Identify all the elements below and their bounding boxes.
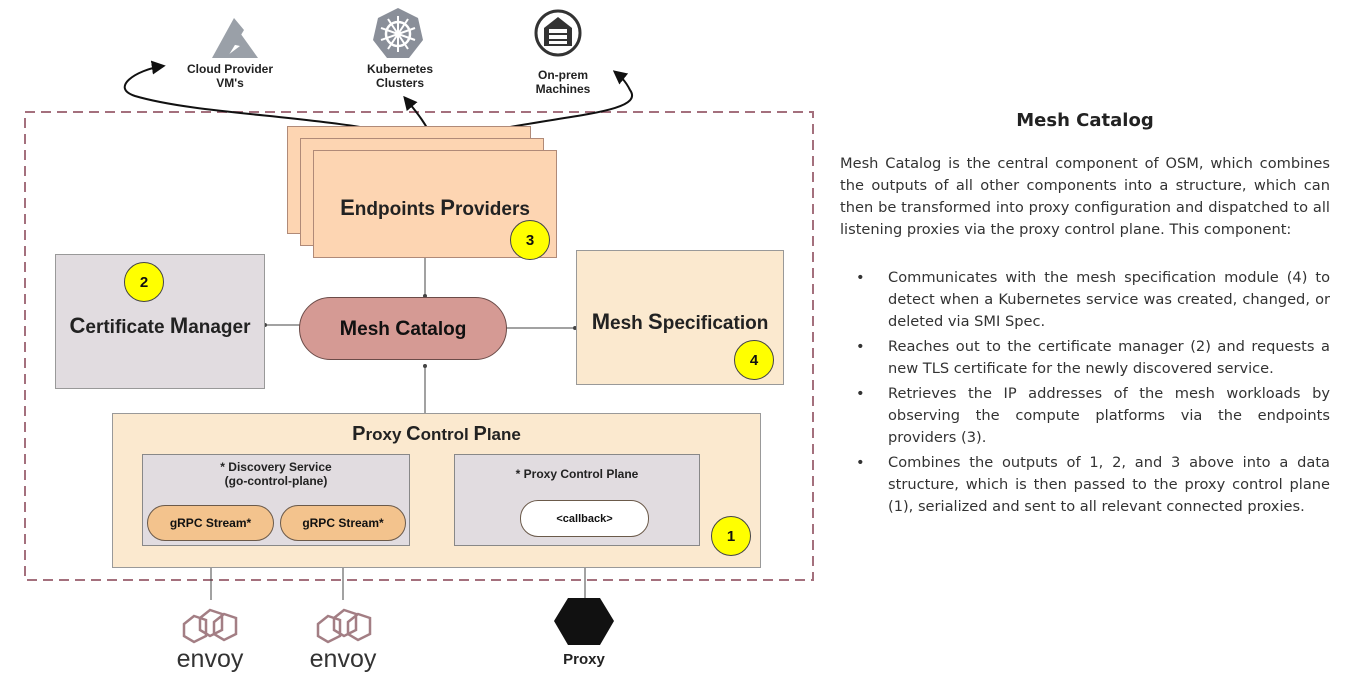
onprem-label-line1: On-prem — [537, 68, 588, 82]
osm-architecture-diagram: Cloud Provider VM's Kubernetes Clusters … — [24, 8, 814, 673]
proxy-label: Proxy — [563, 651, 605, 668]
discovery-service-title: * Discovery Service (go-control-plane) — [143, 460, 409, 489]
badge-4: 4 — [734, 340, 774, 380]
list-item: Combines the outputs of 1, 2, and 3 abov… — [840, 452, 1330, 518]
cloud-provider-label: Cloud Provider VM's — [170, 62, 290, 91]
badge-1: 1 — [711, 516, 751, 556]
panel-intro: Mesh Catalog is the central component of… — [840, 155, 1330, 238]
badge-2: 2 — [124, 262, 164, 302]
endpoints-providers-title: Endpoints Providers — [340, 195, 530, 220]
callback-pill: <callback> — [520, 500, 649, 537]
mesh-catalog-box: Mesh Catalog — [299, 297, 507, 360]
envoy-logo-icon — [316, 608, 372, 644]
mesh-specification-title: Mesh Specification — [591, 309, 769, 334]
discovery-service-line1: * Discovery Service — [220, 460, 332, 474]
cloud-label-line2: VM's — [216, 76, 244, 91]
diagram-canvas — [24, 8, 814, 645]
dashed-boundary — [24, 111, 814, 581]
kubernetes-label-line1: Kubernetes — [366, 62, 434, 76]
badge-3: 3 — [510, 220, 550, 260]
kubernetes-label-line2: Clusters — [375, 76, 425, 91]
envoy-logo-icon — [182, 608, 238, 644]
discovery-service-line2: (go-control-plane) — [224, 474, 328, 489]
onprem-label-line2: Machines — [535, 82, 591, 97]
azure-logo-icon — [212, 18, 258, 58]
list-item: Communicates with the mesh specification… — [840, 267, 1330, 333]
proxy-control-plane-title: Proxy Control Plane — [352, 423, 521, 445]
panel-bullet-list: Communicates with the mesh specification… — [840, 267, 1330, 518]
connector-dot — [423, 364, 427, 368]
certificate-manager-title: Certificate Manager — [69, 313, 251, 338]
mesh-catalog-title: Mesh Catalog — [339, 316, 467, 340]
grpc-stream-1: gRPC Stream* — [147, 505, 274, 541]
hexagon-icon — [554, 598, 614, 645]
onprem-label: On-prem Machines — [508, 68, 618, 97]
inner-proxy-control-plane-title: * Proxy Control Plane — [515, 467, 639, 481]
server-rack-icon — [534, 9, 582, 57]
mesh-catalog-description-panel: Mesh Catalog Mesh Catalog is the central… — [840, 110, 1330, 521]
grpc-stream-2: gRPC Stream* — [280, 505, 406, 541]
envoy-label-2: envoy — [309, 645, 377, 673]
cloud-label-line1: Cloud Provider — [186, 62, 273, 76]
panel-title: Mesh Catalog — [1016, 110, 1154, 131]
list-item: Reaches out to the certificate manager (… — [840, 336, 1330, 380]
kubernetes-logo-icon — [373, 8, 423, 58]
envoy-label-1: envoy — [176, 645, 244, 673]
kubernetes-label: Kubernetes Clusters — [345, 62, 455, 91]
list-item: Retrieves the IP addresses of the mesh w… — [840, 383, 1330, 449]
